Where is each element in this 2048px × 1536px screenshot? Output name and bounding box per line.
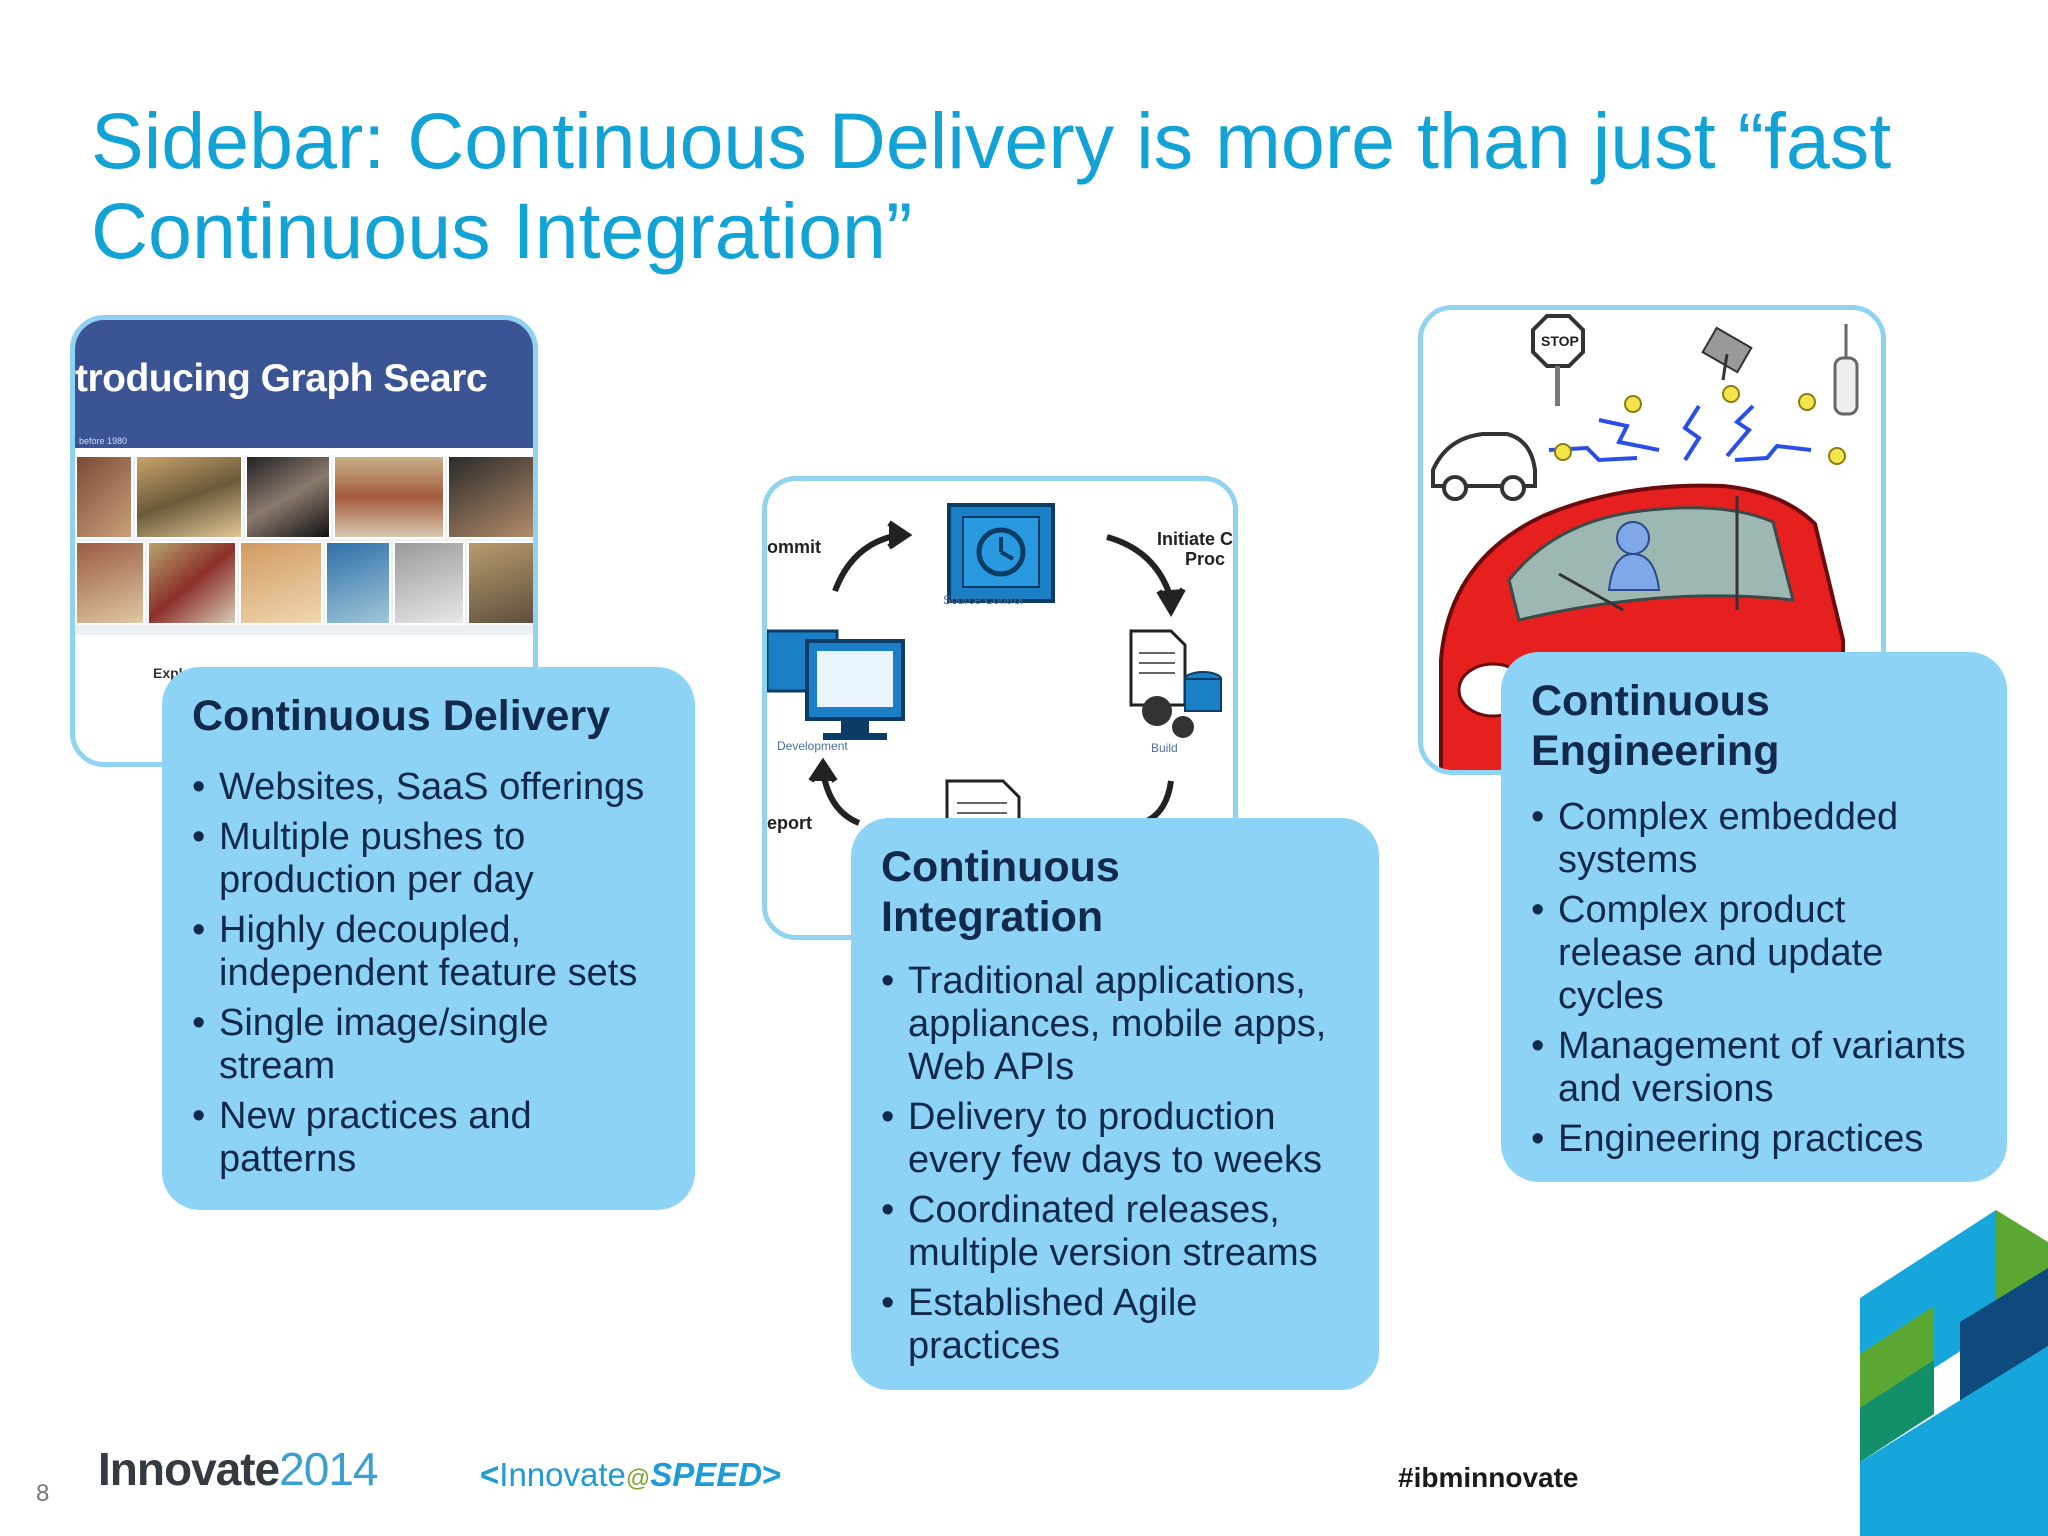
callout-continuous-integration: Continuous Integration Traditional appli… (851, 818, 1379, 1390)
callout-heading: Continuous Delivery (192, 692, 611, 740)
photo-tile (245, 455, 331, 539)
source-control-caption: Source Control (943, 593, 1024, 607)
tagline-word: Innovate (499, 1456, 626, 1493)
callout-bullet-list: Traditional applications, appliances, mo… (881, 960, 1349, 1368)
brand-year: 2014 (279, 1443, 378, 1495)
graph-search-banner-text: troducing Graph Searc (75, 357, 488, 400)
tagline-at: @ (625, 1465, 651, 1492)
tagline-speed: SPEED (650, 1456, 763, 1493)
brand-word: Innovate (98, 1443, 280, 1495)
photo-tile (239, 541, 323, 625)
bullet-item: Complex embedded systems (1531, 796, 1977, 882)
bullet-item: Traditional applications, appliances, mo… (881, 960, 1349, 1089)
bullet-item: Delivery to production every few days to… (881, 1096, 1349, 1182)
bullet-item: Management of variants and versions (1531, 1025, 1977, 1111)
bullet-item: Coordinated releases, multiple version s… (881, 1189, 1349, 1275)
corner-decoration (1860, 1210, 2048, 1536)
initiate-label-line-1: Initiate C (1157, 529, 1234, 549)
satellite-icon (1701, 326, 1753, 381)
initiate-label-line-2: Proc (1185, 549, 1226, 569)
graph-search-banner: troducing Graph Searc before 1980 (75, 320, 533, 448)
bullet-item: New practices and patterns (192, 1095, 665, 1181)
commit-label: ommit (767, 537, 821, 557)
photo-tile (447, 455, 533, 539)
bullet-item: Complex product release and update cycle… (1531, 889, 1977, 1018)
cycle-arrows (808, 520, 1186, 826)
callout-bullet-list: Complex embedded systems Complex product… (1531, 796, 1977, 1161)
innovate-at-speed-logo: <Innovate@SPEED> (480, 1456, 781, 1494)
graph-search-image: troducing Graph Searc before 1980 Expl (70, 315, 538, 767)
tagline-right-chevron: > (762, 1456, 782, 1493)
photo-tile (75, 455, 133, 539)
stop-sign-icon (1531, 314, 1585, 406)
bullet-item: Engineering practices (1531, 1118, 1977, 1161)
callout-heading: Continuous Engineering (1531, 677, 1780, 775)
bullet-item: Highly decoupled, independent feature se… (192, 909, 665, 995)
development-caption: Development (777, 739, 848, 753)
photo-grid (75, 455, 533, 635)
cell-tower-icon (1833, 324, 1859, 416)
photo-tile (75, 541, 145, 625)
callout-continuous-delivery: Continuous Delivery Websites, SaaS offer… (162, 667, 695, 1210)
innovate-2014-logo: Innovate2014 (98, 1442, 379, 1496)
bullet-item: Single image/single stream (192, 1002, 665, 1088)
build-caption: Build (1151, 741, 1178, 755)
source-control-icon (947, 503, 1055, 603)
bullet-item: Websites, SaaS offerings (192, 766, 665, 809)
photo-tile (467, 541, 533, 625)
callout-continuous-engineering: Continuous Engineering Complex embedded … (1501, 652, 2007, 1182)
title-line-1: Sidebar: Continuous Delivery is more tha… (91, 96, 1892, 185)
build-documents-icon (1129, 629, 1222, 738)
bullet-item: Established Agile practices (881, 1282, 1349, 1368)
stop-sign-text: STOP (1541, 333, 1579, 349)
report-label: eport (767, 813, 812, 833)
title-line-2: Continuous Integration” (91, 186, 913, 275)
signal-bolts (1548, 404, 1812, 463)
hashtag: #ibminnovate (1398, 1462, 1579, 1493)
page-number: 8 (36, 1480, 50, 1507)
photo-tile (393, 541, 465, 625)
photo-tile (333, 455, 445, 539)
slide-title: Sidebar: Continuous Delivery is more tha… (91, 96, 1991, 276)
photo-tile (147, 541, 237, 625)
graph-search-banner-subtext: before 1980 (79, 436, 128, 446)
development-computers-icon (767, 629, 905, 740)
photo-tile (135, 455, 243, 539)
photo-tile (325, 541, 391, 625)
callout-heading: Continuous Integration (881, 843, 1120, 941)
bullet-item: Multiple pushes to production per day (192, 816, 665, 902)
small-car-icon (1431, 432, 1537, 501)
tagline-left-chevron: < (480, 1456, 500, 1493)
callout-bullet-list: Websites, SaaS offerings Multiple pushes… (192, 766, 665, 1181)
